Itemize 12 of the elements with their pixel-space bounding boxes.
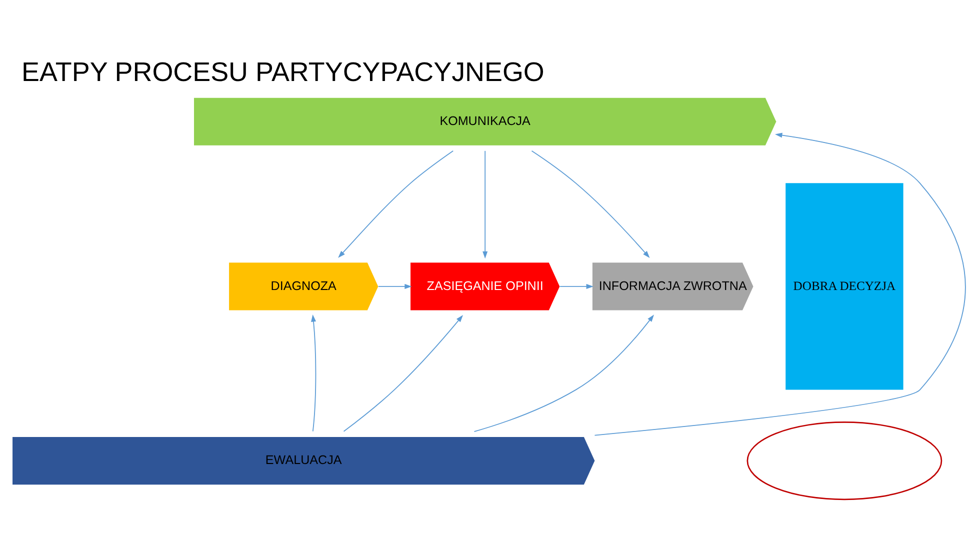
arrow [531, 150, 650, 258]
arrow [378, 283, 412, 288]
arrow [311, 314, 316, 432]
arrow [482, 150, 488, 258]
node-box: DOBRA DECYZJA [786, 182, 904, 390]
arrow [343, 314, 464, 432]
arrow [338, 150, 454, 258]
node-ellipse [746, 420, 942, 500]
arrow [474, 314, 654, 432]
arrow [594, 132, 966, 436]
diagram-title: EATPY PROCESU PARTYCYPACYJNEGO [21, 56, 544, 86]
arrow [559, 283, 594, 288]
